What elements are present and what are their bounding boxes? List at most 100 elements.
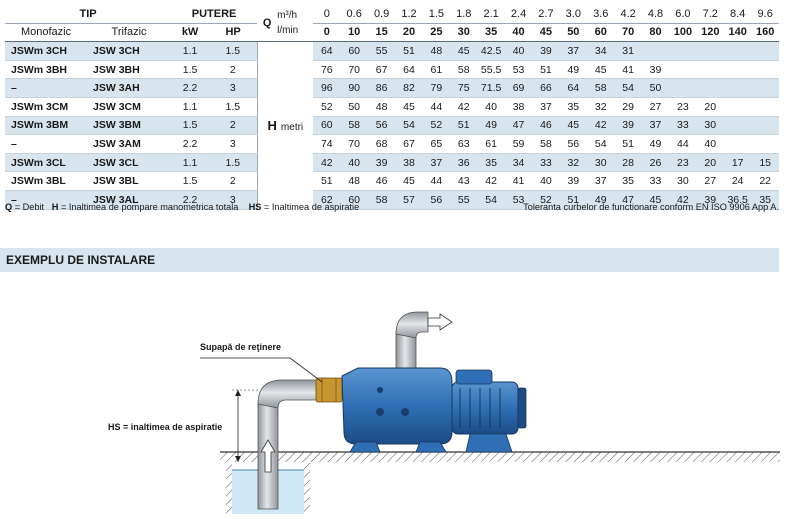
cell-head: 56 <box>422 190 451 210</box>
cell-head: 54 <box>587 134 615 154</box>
flow-m3h-16: 9.6 <box>751 5 779 24</box>
cell-head <box>696 41 724 61</box>
flow-m3h-6: 2.1 <box>477 5 505 24</box>
cell-hp: 3 <box>209 190 258 210</box>
cell-hp: 2 <box>209 60 258 80</box>
cell-head: 36 <box>450 153 478 173</box>
cell-head: 28 <box>614 153 642 173</box>
cell-head: 39 <box>532 41 560 61</box>
cell-head: 70 <box>340 134 368 154</box>
cell-mono: JSWm 3CM <box>5 97 88 117</box>
bolt <box>401 408 409 416</box>
cell-head: 51 <box>532 60 560 80</box>
cell-head: 33 <box>641 171 670 191</box>
check-valve <box>315 377 343 403</box>
cell-head <box>751 78 779 98</box>
cell-head <box>723 78 752 98</box>
ground-hatch <box>220 452 780 462</box>
cell-head: 42.5 <box>477 41 505 61</box>
cell-head: 44 <box>422 97 451 117</box>
hp-header: HP <box>209 23 258 43</box>
cell-head: 54 <box>395 116 423 136</box>
cell-head <box>751 60 779 80</box>
cell-head: 45 <box>395 97 423 117</box>
flow-lmin-13: 100 <box>669 23 697 43</box>
cell-tri: JSW 3CM <box>87 97 172 117</box>
h-symbol: H <box>267 118 277 134</box>
hs-arrow-top <box>235 390 241 396</box>
cell-head: 51 <box>450 116 478 136</box>
cell-head: 57 <box>395 190 423 210</box>
flow-m3h-15: 8.4 <box>723 5 752 24</box>
motor-cover <box>517 387 527 429</box>
cell-head: 38 <box>504 97 533 117</box>
cell-head: 37 <box>641 116 670 136</box>
cell-head: 76 <box>313 60 341 80</box>
flow-lmin-7: 40 <box>504 23 533 43</box>
cell-head: 68 <box>367 134 396 154</box>
hs-arrow-bottom <box>235 456 241 462</box>
cell-head: 55 <box>367 41 396 61</box>
bolt <box>377 387 383 393</box>
cell-head: 39 <box>614 116 642 136</box>
flow-lmin-10: 60 <box>587 23 615 43</box>
cell-head: 42 <box>587 116 615 136</box>
cell-head: 51 <box>395 41 423 61</box>
cell-mono: – <box>5 78 88 98</box>
cell-head: 46 <box>532 116 560 136</box>
cell-head <box>751 116 779 136</box>
cell-head: 52 <box>422 116 451 136</box>
cell-head: 55.5 <box>477 60 505 80</box>
cell-head: 96 <box>313 78 341 98</box>
cell-head: 31 <box>614 41 642 61</box>
cell-head <box>669 41 697 61</box>
cell-head: 43 <box>450 171 478 191</box>
cell-head: 30 <box>587 153 615 173</box>
cell-head: 36.5 <box>723 190 752 210</box>
cell-head: 30 <box>696 116 724 136</box>
flow-lmin-15: 140 <box>723 23 752 43</box>
cell-head: 79 <box>422 78 451 98</box>
cell-head <box>723 41 752 61</box>
h-unit: metri <box>280 122 304 134</box>
cell-head: 42 <box>313 153 341 173</box>
cell-head: 74 <box>313 134 341 154</box>
q-def: = Debit <box>12 202 45 212</box>
cell-head: 49 <box>559 60 588 80</box>
cell-head: 49 <box>587 190 615 210</box>
putere-header: PUTERE <box>171 5 258 24</box>
hs-label: HS = inaltimea de aspiratie <box>108 422 223 432</box>
cell-hp: 1.5 <box>209 97 258 117</box>
q-abbr: Q <box>5 202 13 212</box>
hs-def: = Inaltimea de aspiratie <box>261 202 360 212</box>
cell-head: 53 <box>504 60 533 80</box>
flow-up-arrow <box>260 439 276 473</box>
cell-hp: 1.5 <box>209 41 258 61</box>
well-wall-right <box>304 462 310 514</box>
cell-head: 52 <box>313 97 341 117</box>
cell-hp: 2 <box>209 116 258 136</box>
cell-head: 51 <box>559 190 588 210</box>
cell-head: 59 <box>504 134 533 154</box>
cell-head: 64 <box>395 60 423 80</box>
kw-header: kW <box>171 23 210 43</box>
flow-m3h-3: 1.2 <box>395 5 423 24</box>
flow-m3h-7: 2.4 <box>504 5 533 24</box>
cell-head: 35 <box>614 171 642 191</box>
cell-head: 56 <box>367 116 396 136</box>
cell-head: 23 <box>669 97 697 117</box>
monofazic-header: Monofazic <box>5 23 88 43</box>
cell-head: 49 <box>477 116 505 136</box>
cell-head: 45 <box>559 116 588 136</box>
cell-head: 58 <box>450 60 478 80</box>
cell-head: 35 <box>559 97 588 117</box>
cell-head: 37 <box>559 41 588 61</box>
cell-head: 49 <box>641 134 670 154</box>
cell-tri: JSW 3AM <box>87 134 172 154</box>
cell-head: 82 <box>395 78 423 98</box>
flow-m3h-14: 7.2 <box>696 5 724 24</box>
cell-tri: JSW 3CL <box>87 153 172 173</box>
